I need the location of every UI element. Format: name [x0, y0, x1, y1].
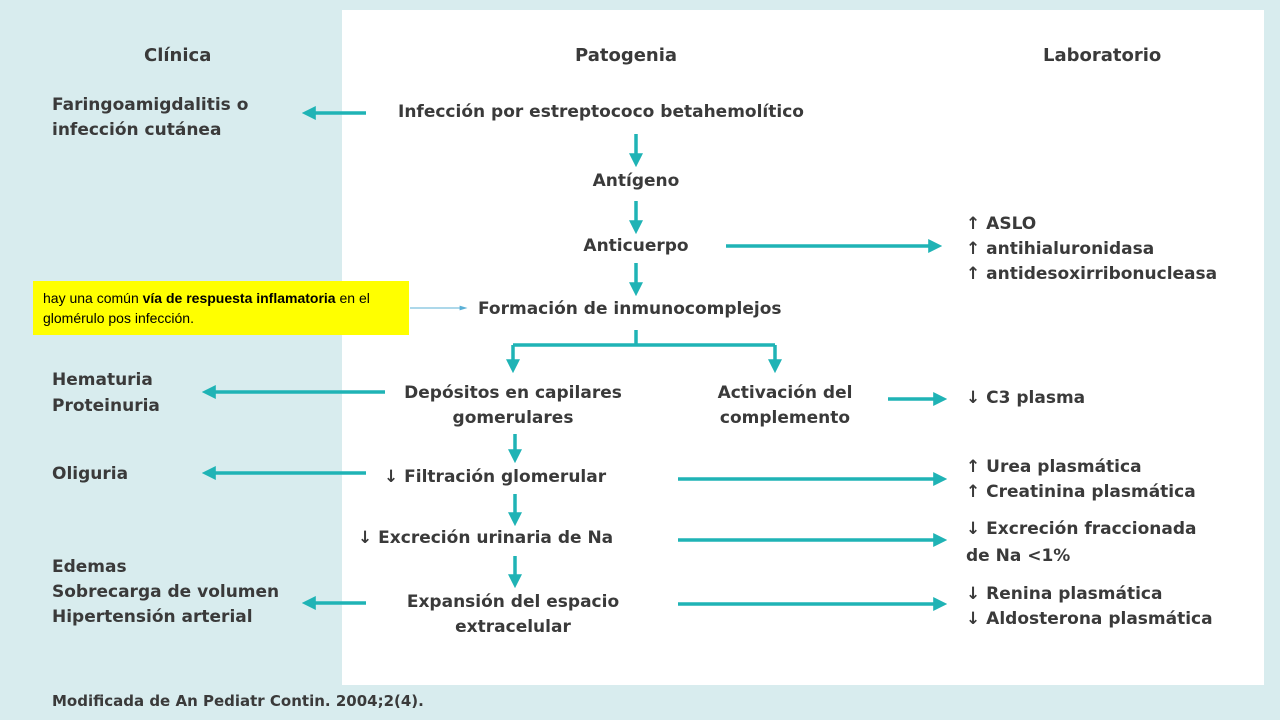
- lab-c3-plasma: ↓ C3 plasma: [966, 388, 1086, 408]
- note-text-end: en el glomérulo pos infección.: [43, 290, 370, 326]
- patogenia-activacion-line2: complemento: [719, 408, 851, 428]
- patogenia-filtracion: ↓ Filtración glomerular: [384, 467, 607, 487]
- header-patogenia: Patogenia: [575, 45, 678, 66]
- lab-excrecion-fraccionada-line1: ↓ Excreción fraccionada: [966, 519, 1197, 539]
- patogenia-excrecion: ↓ Excreción urinaria de Na: [358, 528, 614, 548]
- patogenia-expansion-line2: extracelular: [455, 617, 571, 637]
- clinica-edemas: Edemas: [52, 557, 127, 577]
- lab-renina: ↓ Renina plasmática: [966, 584, 1163, 604]
- patogenia-activacion-line1: Activación del: [717, 383, 853, 403]
- header-laboratorio: Laboratorio: [1043, 45, 1162, 66]
- clinica-hipertension: Hipertensión arterial: [52, 607, 253, 627]
- patogenia-expansion-line1: Expansión del espacio: [406, 592, 620, 612]
- source-citation: Modificada de An Pediatr Contin. 2004;2(…: [52, 692, 424, 710]
- lab-antidesoxirribonucleasa: ↑ antidesoxirribonucleasa: [966, 264, 1218, 284]
- clinica-faringo-line2: infección cutánea: [52, 120, 222, 140]
- diagram-panel: [342, 10, 1264, 685]
- lab-urea: ↑ Urea plasmática: [966, 457, 1142, 477]
- clinica-sobrecarga: Sobrecarga de volumen: [52, 582, 280, 602]
- clinica-faringo-line1: Faringoamigdalitis o: [52, 95, 249, 115]
- patogenia-antigeno: Antígeno: [592, 171, 680, 191]
- lab-aslo: ↑ ASLO: [966, 214, 1037, 234]
- lab-creatinina: ↑ Creatinina plasmática: [966, 482, 1196, 502]
- header-clinica: Clínica: [144, 45, 212, 66]
- patogenia-depositos-line2: gomerulares: [452, 408, 574, 428]
- note-text-bold: vía de respuesta inflamatoria: [142, 290, 336, 306]
- patogenia-depositos-line1: Depósitos en capilares: [404, 383, 622, 403]
- annotation-note: hay una común vía de respuesta inflamato…: [33, 281, 409, 335]
- patogenia-inmunocomplejos: Formación de inmunocomplejos: [478, 299, 782, 319]
- lab-excrecion-fraccionada-line2: de Na <1%: [966, 546, 1071, 566]
- patogenia-anticuerpo: Anticuerpo: [583, 236, 689, 256]
- clinica-oliguria: Oliguria: [52, 464, 129, 484]
- lab-antihialuronidasa: ↑ antihialuronidasa: [966, 239, 1155, 259]
- patogenia-infeccion: Infección por estreptococo betahemolític…: [398, 102, 804, 122]
- note-text-start: hay una común: [43, 290, 143, 306]
- lab-aldosterona: ↓ Aldosterona plasmática: [966, 609, 1213, 629]
- clinica-hematuria: Hematuria: [52, 370, 153, 390]
- clinica-proteinuria: Proteinuria: [52, 396, 160, 416]
